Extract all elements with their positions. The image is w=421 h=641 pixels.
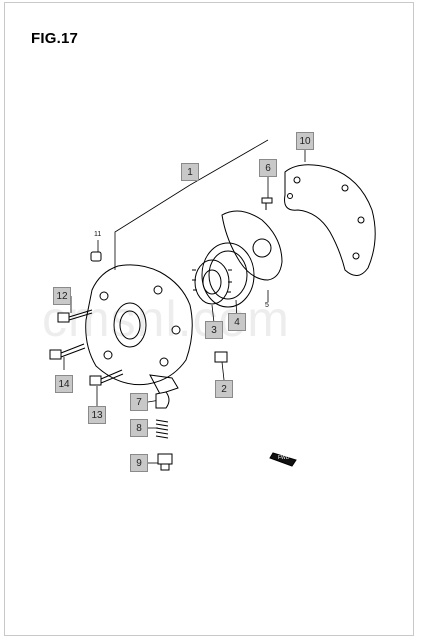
- plug-2: [214, 351, 228, 363]
- leader-1: [114, 184, 191, 270]
- fwd-arrow-icon: [269, 452, 297, 467]
- callout-7[interactable]: 7: [130, 393, 148, 411]
- figure-title: FIG.17: [31, 30, 79, 47]
- callout-6[interactable]: 6: [259, 159, 277, 177]
- callout-8[interactable]: 8: [130, 419, 148, 437]
- bolt-14: [49, 343, 86, 360]
- callout-2[interactable]: 2: [215, 380, 233, 398]
- bolt-13: [89, 369, 124, 386]
- callout-1[interactable]: 1: [181, 163, 199, 181]
- leader-1b: [189, 139, 269, 186]
- oil-pump-housing: [85, 264, 193, 395]
- page-frame: [4, 2, 414, 636]
- label-11: 11: [94, 231, 102, 238]
- gasket-part: [284, 164, 376, 276]
- fwd-label: FWD: [278, 455, 290, 461]
- relief-plunger: [155, 391, 170, 409]
- callout-4[interactable]: 4: [228, 313, 246, 331]
- callout-12[interactable]: 12: [53, 287, 71, 305]
- inner-rotor-gear: [192, 259, 232, 305]
- outer-rotor-gear: [201, 242, 255, 308]
- label-5: 5: [265, 302, 269, 309]
- callout-13[interactable]: 13: [88, 406, 106, 424]
- callout-3[interactable]: 3: [205, 321, 223, 339]
- small-screw: [261, 197, 273, 210]
- callout-10[interactable]: 10: [296, 132, 314, 150]
- rear-cover-plate: [221, 210, 283, 281]
- callout-14[interactable]: 14: [55, 375, 73, 393]
- callout-9[interactable]: 9: [130, 454, 148, 472]
- relief-plug: [157, 453, 173, 471]
- dowel-pin: [90, 251, 102, 262]
- leader-2: [221, 361, 225, 381]
- bolt-12: [57, 309, 93, 323]
- relief-spring: [155, 419, 169, 439]
